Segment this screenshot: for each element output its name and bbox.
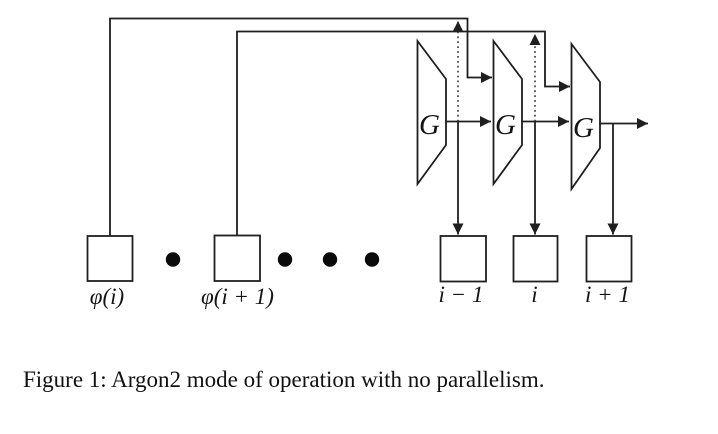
g1-label: G [419, 109, 440, 141]
label-i-minus-1: i − 1 [439, 282, 484, 307]
block-phi-i-plus-1 [213, 234, 261, 282]
g2-trapezoid [492, 38, 523, 187]
ellipsis-dot-4 [364, 252, 380, 267]
g3-trapezoid [570, 41, 601, 192]
g1-trapezoid [416, 38, 447, 187]
g2-label: G [495, 109, 516, 141]
block-i-plus-1 [585, 235, 633, 283]
g3-label: G [573, 112, 594, 144]
label-i: i [531, 282, 537, 307]
ellipsis-dot-2 [277, 252, 293, 267]
label-phi-i: φ(i) [90, 284, 124, 309]
ellipsis-dot-3 [322, 252, 338, 267]
phi-i-feed-line [109, 17, 492, 236]
phi-i-plus-1-feed-line [236, 30, 570, 236]
block-i-minus-1 [439, 235, 487, 283]
label-phi-i-plus-1: φ(i + 1) [201, 284, 274, 309]
block-phi-i [86, 235, 134, 282]
label-i-plus-1: i + 1 [585, 282, 630, 307]
figure-caption: Figure 1: Argon2 mode of operation with … [23, 367, 545, 392]
block-i [512, 235, 559, 283]
ellipsis-dot-1 [165, 252, 181, 267]
